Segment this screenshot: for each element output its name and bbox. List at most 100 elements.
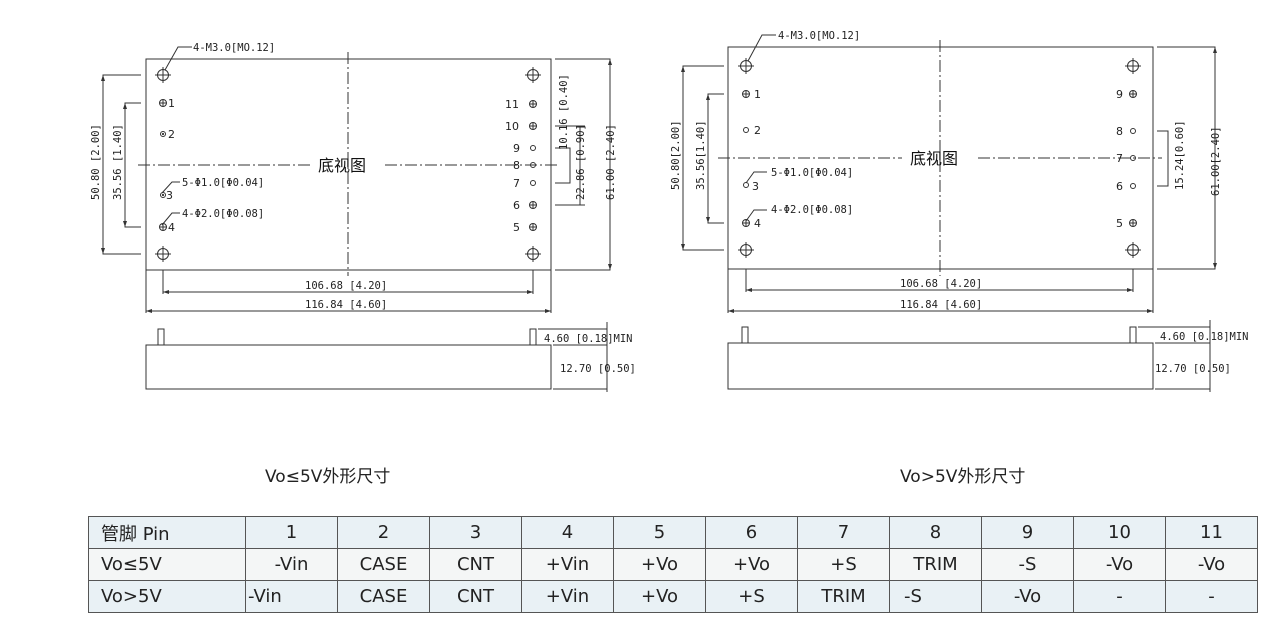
mount-hole-icon — [525, 67, 541, 83]
dim-width-outer: 116.84 [4.60] — [305, 299, 387, 311]
pin-label: 2 — [168, 128, 175, 141]
pin-label: 5 — [1116, 217, 1123, 230]
pin-label: 11 — [505, 98, 519, 111]
table-cell: +Vin — [521, 580, 614, 613]
callout-large-pin: 4-Φ2.0[Φ0.08] — [182, 208, 264, 220]
table-header-row: 管脚 Pin 1 2 3 4 5 6 7 8 9 10 11 — [88, 516, 1258, 549]
pin-label: 1 — [754, 88, 761, 101]
dim-thickness: 12.70 [0.50] — [560, 363, 636, 375]
dim-width-inner: 106.68 [4.20] — [305, 280, 387, 292]
header-cell: 2 — [337, 516, 430, 549]
table-cell: -S — [889, 580, 982, 613]
mount-hole-icon — [1125, 58, 1141, 74]
pin-icon — [743, 182, 749, 188]
header-cell: 1 — [245, 516, 338, 549]
pin-label: 9 — [1116, 88, 1123, 101]
table-cell: - — [1073, 580, 1166, 613]
dim-thickness: 12.70 [0.50] — [1155, 363, 1231, 375]
module-side-outline — [727, 342, 1154, 390]
table-cell: +Vin — [521, 548, 614, 581]
pin-label: 7 — [1116, 152, 1123, 165]
mount-hole-icon — [738, 58, 754, 74]
dim-pin-len: 4.60 [0.18]MIN — [544, 333, 633, 345]
mount-hole-icon — [155, 246, 171, 262]
pin-icon — [530, 145, 536, 151]
pin-label: 4 — [754, 217, 761, 230]
table-cell: CASE — [337, 580, 430, 613]
pin-label: 3 — [166, 189, 173, 202]
header-cell: 3 — [429, 516, 522, 549]
pin-label: 8 — [1116, 125, 1123, 138]
pin-icon — [529, 201, 537, 209]
row-label: Vo>5V — [88, 580, 246, 613]
dim-inner-v: 35.56 [1.40] — [112, 124, 124, 200]
pin-icon — [529, 122, 537, 130]
pin-table: 管脚 Pin 1 2 3 4 5 6 7 8 9 10 11 Vo≤5V -Vi… — [88, 516, 1258, 613]
pin-icon — [529, 223, 537, 231]
view-label: 底视图 — [318, 156, 366, 175]
header-cell: 管脚 Pin — [88, 516, 246, 549]
header-cell: 5 — [613, 516, 706, 549]
table-cell: +S — [705, 580, 798, 613]
dim-height-total: 61.00[2.40] — [1210, 126, 1222, 196]
pin-label: 4 — [168, 221, 175, 234]
pin-icon — [529, 100, 537, 108]
table-cell: CNT — [429, 548, 522, 581]
callout-small-pin: 5-Φ1.0[Φ0.04] — [182, 177, 264, 189]
pin-icon — [1130, 128, 1136, 134]
dim-width-outer: 116.84 [4.60] — [900, 299, 982, 311]
pin-icon — [159, 99, 167, 107]
module-side-outline — [145, 344, 552, 390]
callout-mount: 4-M3.0[MO.12] — [778, 30, 860, 42]
pin-label: 8 — [513, 159, 520, 172]
dim-pitch-b: 22.86 [0.90] — [575, 124, 587, 200]
table-row: Vo≤5V -Vin CASE CNT +Vin +Vo +Vo +S TRIM… — [88, 548, 1258, 581]
dim-outer-v: 50.80 [2.00] — [90, 124, 102, 200]
pin-label: 3 — [752, 180, 759, 193]
pin-icon — [743, 127, 749, 133]
pin-label: 7 — [513, 177, 520, 190]
mount-hole-icon — [155, 67, 171, 83]
table-cell: -Vin — [245, 548, 338, 581]
pin-label: 5 — [513, 221, 520, 234]
table-cell: +Vo — [613, 548, 706, 581]
dim-pitch-a: 15.24[0.60] — [1174, 120, 1186, 190]
dim-outer-v: 50.80[2.00] — [670, 120, 682, 190]
pin-icon — [1130, 155, 1136, 161]
pin-label: 10 — [505, 120, 519, 133]
pin-label: 1 — [168, 97, 175, 110]
callout-small-pin: 5-Φ1.0[Φ0.04] — [771, 167, 853, 179]
table-cell: CNT — [429, 580, 522, 613]
table-cell: CASE — [337, 548, 430, 581]
caption-left: Vo≤5V外形尺寸 — [265, 467, 391, 487]
header-cell: 9 — [981, 516, 1074, 549]
caption-right: Vo>5V外形尺寸 — [900, 467, 1026, 487]
callout-large-pin: 4-Φ2.0[Φ0.08] — [771, 204, 853, 216]
row-label: Vo≤5V — [88, 548, 246, 581]
dim-pitch-a: 10.16 [0.40] — [558, 74, 570, 150]
table-cell: -Vo — [981, 580, 1074, 613]
header-cell: 11 — [1165, 516, 1258, 549]
mount-hole-icon — [738, 242, 754, 258]
table-cell: TRIM — [889, 548, 982, 581]
pin-label: 9 — [513, 142, 520, 155]
mount-hole-icon — [525, 246, 541, 262]
table-cell: -S — [981, 548, 1074, 581]
header-cell: 8 — [889, 516, 982, 549]
pin-icon — [1129, 90, 1137, 98]
header-cell: 4 — [521, 516, 614, 549]
callout-mount: 4-M3.0[MO.12] — [193, 42, 275, 54]
table-cell: TRIM — [797, 580, 890, 613]
header-cell: 7 — [797, 516, 890, 549]
pin-label: 2 — [754, 124, 761, 137]
header-cell: 6 — [705, 516, 798, 549]
pin-label: 6 — [513, 199, 520, 212]
dim-pin-len: 4.60 [0.18]MIN — [1160, 331, 1249, 343]
table-cell: +S — [797, 548, 890, 581]
pin-icon — [160, 131, 166, 137]
pin-icon — [530, 162, 536, 168]
mount-hole-icon — [1125, 242, 1141, 258]
pin-icon — [742, 90, 750, 98]
table-cell: -Vo — [1073, 548, 1166, 581]
drawing-right: 4-M3.0[MO.12] 5-Φ1.0[Φ0.04] 4-Φ2.0[Φ0.08… — [670, 30, 1249, 392]
